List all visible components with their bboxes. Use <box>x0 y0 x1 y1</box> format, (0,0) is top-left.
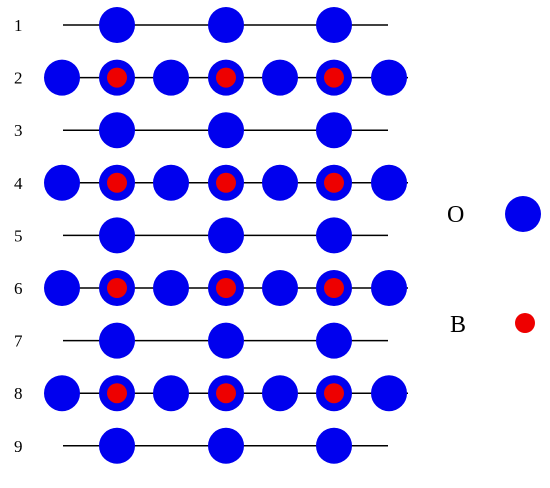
layer-number-label: 6 <box>14 279 23 298</box>
oxygen-atom <box>99 112 135 149</box>
layer-number-label: 2 <box>14 69 23 88</box>
oxygen-atom <box>371 270 407 306</box>
legend-oxygen-label: O <box>447 202 464 228</box>
boron-atom <box>324 67 344 88</box>
layer-number-label: 9 <box>14 437 23 456</box>
layer-row: 8 <box>14 375 408 412</box>
legend-boron-label: B <box>450 312 466 338</box>
legend: O B <box>447 196 541 338</box>
layer-row: 4 <box>14 164 408 201</box>
boron-atom <box>107 278 127 298</box>
oxygen-atom <box>99 7 135 43</box>
layer-number-label: 8 <box>14 384 23 403</box>
layer-number-label: 5 <box>14 226 23 245</box>
oxygen-atom <box>208 427 244 464</box>
oxygen-atom <box>371 164 407 201</box>
layer-row: 2 <box>14 59 408 96</box>
oxygen-atom <box>262 375 298 412</box>
boron-atom <box>107 67 127 88</box>
boron-atom <box>216 278 236 298</box>
oxygen-atom <box>44 375 80 412</box>
oxygen-atom <box>208 217 244 254</box>
oxygen-atom <box>99 322 135 359</box>
oxygen-atom <box>44 164 80 201</box>
oxygen-atom <box>153 59 189 96</box>
legend-boron-marker <box>515 313 535 333</box>
oxygen-atom <box>316 112 352 149</box>
oxygen-atom <box>153 270 189 306</box>
oxygen-atom <box>262 270 298 306</box>
oxygen-atom <box>208 112 244 149</box>
boron-atom <box>107 172 127 193</box>
boron-atom <box>324 383 344 404</box>
oxygen-atom <box>208 322 244 359</box>
layer-row: 7 <box>14 322 388 359</box>
oxygen-atom <box>44 59 80 96</box>
oxygen-atom <box>153 164 189 201</box>
boron-atom <box>216 383 236 404</box>
legend-oxygen-marker <box>505 196 541 232</box>
oxygen-atom <box>262 59 298 96</box>
layer-row: 9 <box>14 427 388 464</box>
oxygen-atom <box>44 270 80 306</box>
layer-row: 5 <box>14 217 388 254</box>
layer-row: 6 <box>14 270 408 306</box>
layer-number-label: 3 <box>14 121 23 140</box>
boron-atom <box>216 172 236 193</box>
boron-atom <box>107 383 127 404</box>
layer-number-label: 7 <box>14 332 23 351</box>
oxygen-atom <box>316 427 352 464</box>
oxygen-atom <box>99 427 135 464</box>
oxygen-atom <box>316 322 352 359</box>
oxygen-atom <box>99 217 135 254</box>
boron-atom <box>324 172 344 193</box>
oxygen-atom <box>371 59 407 96</box>
layer-row: 1 <box>14 7 388 43</box>
oxygen-atom <box>371 375 407 412</box>
oxygen-atom <box>208 7 244 43</box>
layer-number-label: 1 <box>14 16 23 35</box>
layer-row: 3 <box>14 112 388 149</box>
oxygen-atom <box>262 164 298 201</box>
layers-group: 1 2 3 4 5 6 7 8 9 <box>14 7 408 464</box>
oxygen-atom <box>316 7 352 43</box>
layer-number-label: 4 <box>14 174 23 193</box>
boron-atom <box>216 67 236 88</box>
boron-atom <box>324 278 344 298</box>
oxygen-atom <box>153 375 189 412</box>
oxygen-atom <box>316 217 352 254</box>
